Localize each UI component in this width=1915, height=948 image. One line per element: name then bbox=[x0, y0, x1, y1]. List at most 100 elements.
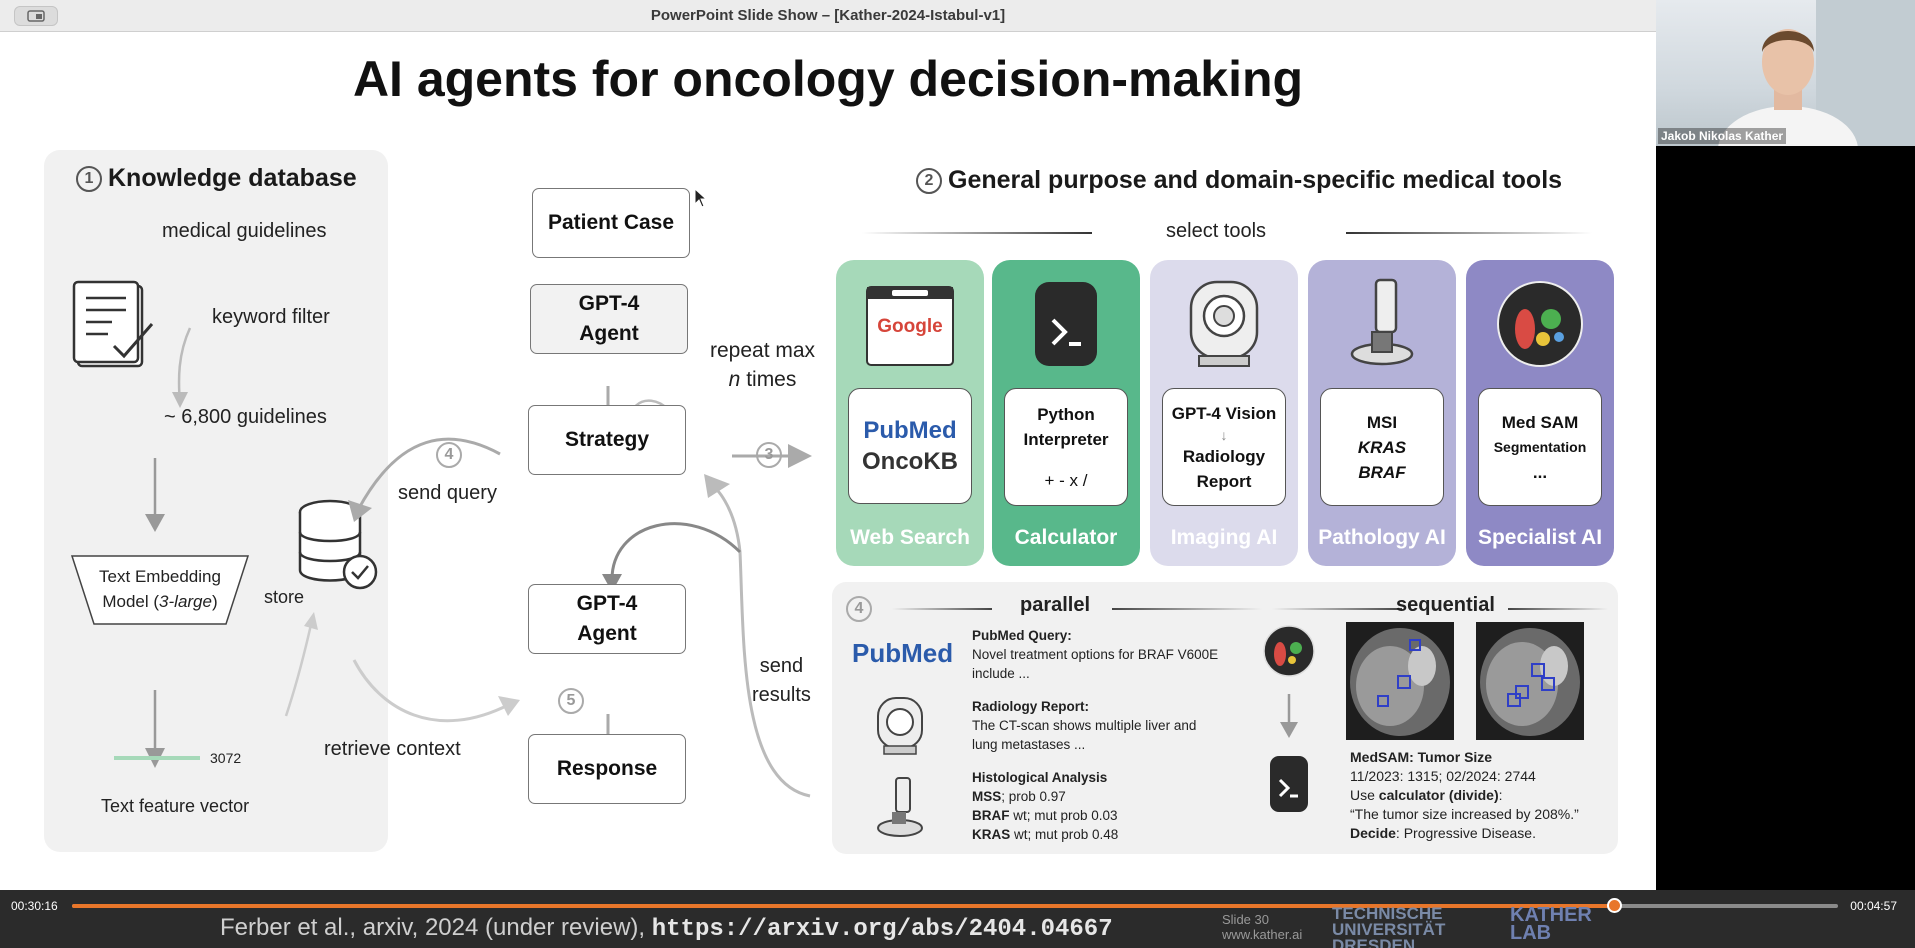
response-box: Response bbox=[528, 734, 686, 804]
vector-database-icon bbox=[298, 499, 378, 590]
strategy-label: Strategy bbox=[564, 428, 650, 451]
imaging-line1: GPT-4 Vision bbox=[1171, 403, 1277, 423]
tool-card-specialist-ai: Med SAM Segmentation ... Specialist AI bbox=[1466, 260, 1614, 566]
slide-number: Slide 30 www.kather.ai bbox=[1222, 912, 1302, 942]
repeat-n: n bbox=[728, 368, 741, 391]
segmentation-small-icon bbox=[1263, 625, 1315, 677]
repeat-line2: times bbox=[740, 368, 797, 391]
knowledge-database-title-text: Knowledge database bbox=[108, 164, 357, 192]
medsam-result-text: MedSAM: Tumor Size 11/2023: 1315; 02/202… bbox=[1350, 748, 1579, 843]
text-feature-vector-bar bbox=[114, 756, 200, 760]
terminal-app-icon bbox=[1016, 274, 1116, 374]
histo-kras-label: KRAS bbox=[972, 827, 1011, 842]
web-search-label: Web Search bbox=[850, 526, 970, 549]
step-2-badge: 2 bbox=[916, 168, 942, 195]
sequential-label: sequential bbox=[1396, 594, 1495, 616]
store-label: store bbox=[264, 587, 305, 607]
medsam-use-prefix: Use bbox=[1350, 787, 1379, 803]
oncokb-logo-text: OncoKB bbox=[862, 448, 958, 475]
gpt4-vision-box: GPT-4 Vision ↓ Radiology Report bbox=[1162, 388, 1286, 506]
kather-lab-logo: KATHER LAB bbox=[1510, 905, 1592, 944]
kl-line2: LAB bbox=[1510, 922, 1552, 944]
histo-kras-value: wt; mut prob 0.48 bbox=[1010, 827, 1119, 842]
medsam-title: MedSAM: Tumor Size bbox=[1350, 749, 1493, 765]
sequential-arrow bbox=[1280, 694, 1298, 738]
pubmed-small-logo: PubMed bbox=[852, 638, 954, 668]
citation-url[interactable]: https://arxiv.org/abs/2404.04667 bbox=[651, 916, 1113, 943]
seek-bar[interactable] bbox=[72, 898, 1838, 913]
pathology-ai-label: Pathology AI bbox=[1318, 526, 1446, 549]
pathology-line3: BRAF bbox=[1358, 462, 1406, 482]
duration-time: 00:04:57 bbox=[1850, 899, 1897, 913]
browser-icon bbox=[866, 286, 954, 366]
pubmed-query-title: PubMed Query: bbox=[972, 628, 1072, 643]
playback-controls: 00:30:16 00:04:57 Ferber et al., arxiv, … bbox=[0, 890, 1915, 948]
step-3-marker: 3 bbox=[756, 442, 788, 468]
tool-card-pathology-ai: MSI KRAS BRAF Pathology AI bbox=[1308, 260, 1456, 566]
step-4-badge: 4 bbox=[436, 442, 462, 468]
step-3-badge: 3 bbox=[756, 442, 782, 468]
specialist-line3: ... bbox=[1532, 462, 1548, 482]
step-4-marker: 4 bbox=[436, 442, 468, 468]
gpt4-agent-box-2: GPT-4 Agent bbox=[528, 584, 686, 654]
current-time: 00:30:16 bbox=[11, 899, 58, 913]
seek-bar-thumb[interactable] bbox=[1606, 898, 1622, 913]
site-url: www.kather.ai bbox=[1222, 927, 1303, 942]
ct-scanner-small-icon bbox=[877, 697, 923, 755]
presenter-view-icon bbox=[27, 10, 45, 22]
slide: AI agents for oncology decision-making 1… bbox=[0, 32, 1656, 890]
parallel-rule-left bbox=[892, 608, 992, 610]
calculator-ops: + - x / bbox=[1044, 470, 1088, 490]
radiology-line2: lung metastases ... bbox=[972, 737, 1086, 752]
citation-text: Ferber et al., arxiv, 2024 (under review… bbox=[220, 914, 652, 941]
tool-card-calculator: Python Interpreter + - x / Calculator bbox=[992, 260, 1140, 566]
text-embedding-line2-prefix: Model ( bbox=[102, 592, 160, 611]
participant-name: Jakob Nikolas Kather bbox=[1658, 128, 1787, 144]
medsam-use-suffix: : bbox=[1498, 787, 1503, 803]
window-title: PowerPoint Slide Show – [Kather-2024-Ist… bbox=[650, 7, 1006, 24]
step-4-panel-badge: 4 bbox=[846, 596, 872, 622]
ct-segmentation-icon bbox=[1490, 274, 1590, 374]
participant-video-tile[interactable]: Jakob Nikolas Kather bbox=[1656, 0, 1915, 146]
gpt4-agent-box-1: GPT-4 Agent bbox=[530, 284, 688, 354]
citation-footer: Ferber et al., arxiv, 2024 (under review… bbox=[220, 914, 1113, 943]
step-5-badge: 5 bbox=[558, 688, 584, 714]
strategy-box: Strategy bbox=[528, 405, 686, 475]
slide-number-text: Slide 30 bbox=[1222, 912, 1269, 927]
google-logo-text: Google bbox=[877, 316, 943, 337]
gpt4-agent-2-line2: Agent bbox=[577, 622, 637, 645]
repeat-line1: repeat max bbox=[710, 339, 816, 362]
mouse-cursor-icon bbox=[694, 188, 708, 208]
tools-section-title-text: General purpose and domain-specific medi… bbox=[948, 166, 1563, 194]
parallel-rule-right bbox=[1112, 608, 1262, 610]
gpt4-agent-1-line2: Agent bbox=[579, 322, 639, 345]
send-results-line2: results bbox=[752, 684, 811, 706]
terminal-small-icon bbox=[1270, 756, 1308, 812]
specialist-ai-label: Specialist AI bbox=[1477, 526, 1603, 549]
text-embedding-model-name: 3-large bbox=[159, 592, 212, 611]
execution-panel: 4 parallel sequential PubMed PubMed Quer… bbox=[832, 582, 1618, 854]
histo-braf-value: wt; mut prob 0.03 bbox=[1009, 808, 1118, 823]
histo-mss-label: MSS bbox=[972, 789, 1002, 804]
keyword-filter-label: keyword filter bbox=[212, 306, 330, 328]
guidelines-document-icon bbox=[72, 280, 154, 368]
segmented-ct-slice bbox=[1497, 281, 1583, 367]
slide-scanner-icon bbox=[1332, 274, 1432, 374]
response-label: Response bbox=[556, 757, 658, 780]
browser-window-icon: Google bbox=[866, 286, 954, 366]
calculator-label: Calculator bbox=[1014, 526, 1118, 549]
presenter-view-button[interactable] bbox=[14, 6, 58, 26]
pathology-line1: MSI bbox=[1366, 412, 1398, 432]
microscope-drawing bbox=[1350, 278, 1414, 366]
pathology-line2: KRAS bbox=[1357, 437, 1407, 457]
select-tools-rule-right bbox=[1346, 232, 1592, 234]
medical-guidelines-label: medical guidelines bbox=[162, 220, 327, 242]
imaging-arrow: ↓ bbox=[1220, 426, 1228, 443]
sequential-rule-right bbox=[1508, 608, 1608, 610]
patient-case-box: Patient Case bbox=[532, 188, 690, 258]
pubmed-query-text: PubMed Query: Novel treatment options fo… bbox=[972, 626, 1218, 683]
select-tools-label: select tools bbox=[1166, 220, 1267, 242]
send-results-line1: send bbox=[759, 655, 804, 677]
